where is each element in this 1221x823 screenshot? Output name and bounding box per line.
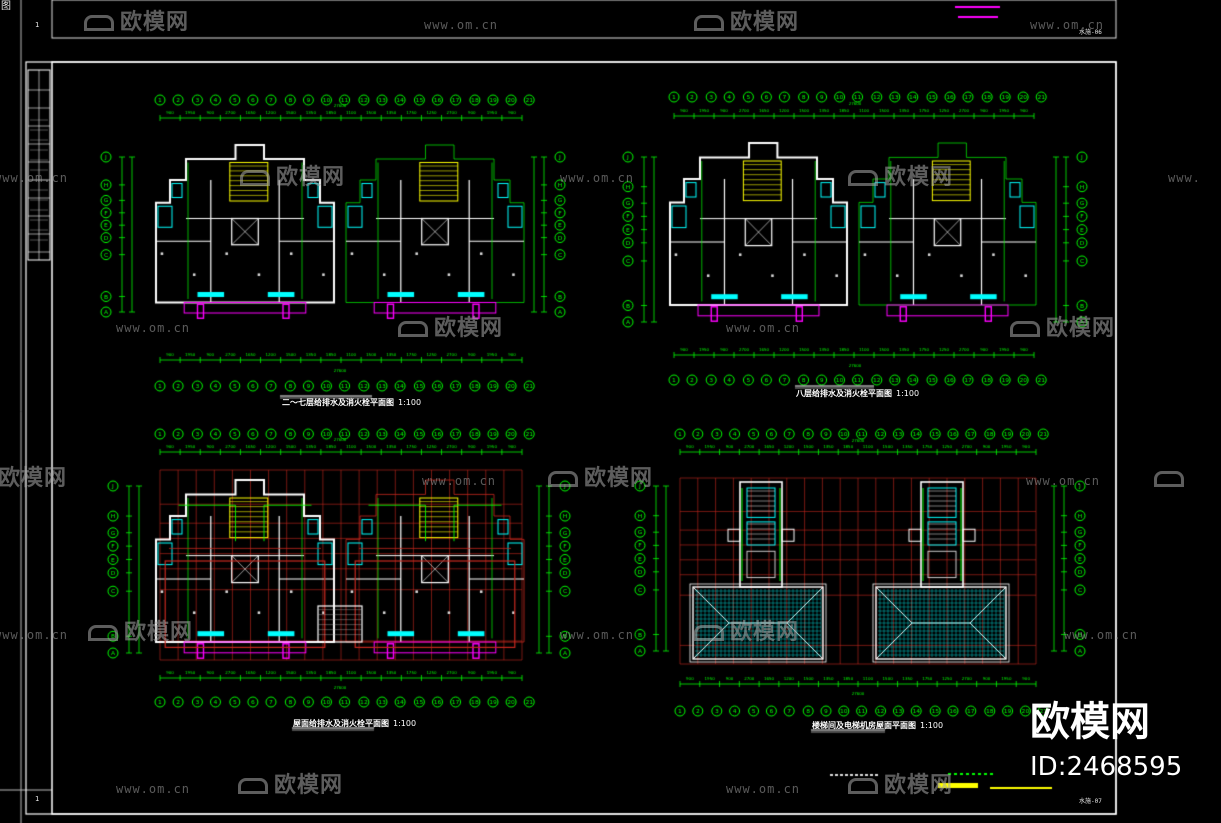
watermark-url: www.om.cn (1064, 628, 1139, 642)
brand-id: ID:2468595 (1030, 752, 1183, 782)
watermark-logo: 欧模网 (1010, 318, 1115, 340)
watermark-url: www.om.cn (1026, 474, 1101, 488)
watermark-logo: 欧模网 (84, 12, 189, 34)
sofa-icon (240, 170, 270, 186)
watermark-logo: 欧模网 (240, 167, 345, 189)
sofa-icon (84, 15, 114, 31)
watermark-logo: 欧模网 (238, 775, 343, 797)
sofa-icon (694, 625, 724, 641)
sofa-icon (848, 170, 878, 186)
watermark-url: www.om.cn (726, 321, 801, 335)
watermark-logo: 欧模网 (848, 167, 953, 189)
sofa-icon (548, 471, 578, 487)
watermark-url: www.om.cn (424, 18, 499, 32)
sofa-icon (238, 778, 268, 794)
sheet-number-bottom: 水施-07 (1079, 798, 1102, 805)
sheet-number-top: 水施-06 (1079, 29, 1102, 36)
watermark-logo: 欧模网 (694, 12, 799, 34)
sofa-icon (848, 778, 878, 794)
watermark-url: www.om.cn (560, 628, 635, 642)
watermark-url: www.om.cn (0, 171, 69, 185)
watermark-url: www.om.cn (1030, 18, 1105, 32)
brand-logo: 欧模网 (1030, 699, 1150, 745)
watermark-url: www.om.cn (560, 171, 635, 185)
sheet-marker-top: 1 (35, 21, 40, 29)
sofa-icon (1010, 321, 1040, 337)
watermark-logo: 欧模网 (548, 468, 653, 490)
watermark-url: www. (1168, 171, 1201, 185)
watermark-url: www.om.cn (0, 628, 69, 642)
watermark-url: www.om.cn (116, 321, 191, 335)
watermark-logo: 欧模网 (88, 622, 193, 644)
watermark-logo: 欧模网 (848, 775, 953, 797)
watermark-url: www.om.cn (726, 782, 801, 796)
watermark-logo (1154, 468, 1190, 490)
watermark-logo: 欧模网 (398, 318, 503, 340)
sofa-icon (1154, 471, 1184, 487)
watermark-logo: 欧模网 (694, 622, 799, 644)
sofa-icon (694, 15, 724, 31)
watermark-url: www.om.cn (422, 474, 497, 488)
sheet-marker-bottom: 1 (35, 795, 40, 803)
corner-label: 图 (1, 1, 11, 12)
watermark-url: www.om.cn (116, 782, 191, 796)
sofa-icon (398, 321, 428, 337)
watermark-logo: 欧模网 (0, 466, 68, 491)
sofa-icon (88, 625, 118, 641)
